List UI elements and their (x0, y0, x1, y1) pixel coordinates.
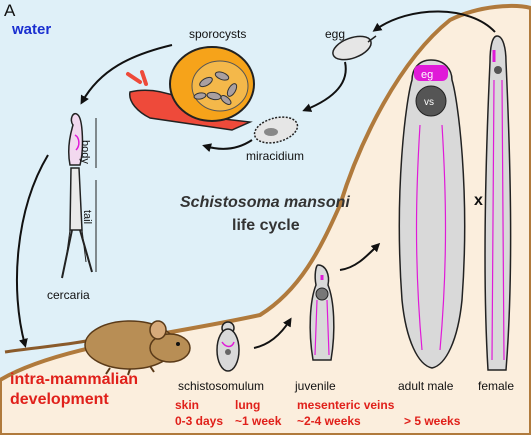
timeline-site-lung: lung (235, 398, 260, 412)
label-sporocysts: sporocysts (189, 27, 246, 41)
host-label-line2: development (10, 391, 109, 408)
egg-illustration (332, 35, 372, 61)
pairing-symbol: x (474, 192, 483, 209)
cycle-arrows (15, 10, 496, 349)
snail-illustration (126, 46, 255, 131)
schistosomulum-illustration (216, 321, 240, 372)
female-illustration (484, 35, 512, 371)
host-label-line1: intra-mammalian (10, 371, 138, 388)
title-subtitle: life cycle (232, 217, 300, 234)
adult-male-illustration (398, 59, 466, 369)
timeline-duration-adult: > 5 weeks (404, 414, 461, 428)
label-cercaria: cercaria (47, 288, 90, 302)
label-cercaria-body: body (79, 140, 91, 164)
label-schistosomulum: schistosomulum (178, 379, 264, 393)
label-cercaria-tail: tail (81, 210, 93, 224)
label-miracidium: miracidium (246, 149, 304, 163)
timeline-duration-skin: 0-3 days (175, 414, 223, 428)
cercaria-illustration (61, 113, 93, 279)
label-egg: egg (325, 27, 345, 41)
timeline-duration-lung: ~1 week (235, 414, 282, 428)
host-region-label: intra-mammalian development (10, 371, 143, 408)
label-juvenile: juvenile (294, 379, 336, 393)
timeline-duration-veins: ~2-4 weeks (297, 414, 361, 428)
label-vs: vs (424, 97, 434, 108)
label-egg-in-female: eg (421, 69, 433, 81)
mouse-illustration (4, 320, 191, 376)
panel-letter: A (4, 1, 16, 20)
timeline: skin 0-3 days lung ~1 week mesenteric ve… (175, 398, 461, 428)
timeline-site-veins: mesenteric veins (297, 398, 395, 412)
water-label: water (11, 21, 51, 38)
title-species: Schistosoma mansoni (180, 194, 350, 211)
sporocysts-cluster (193, 71, 238, 105)
label-adult-male: adult male (398, 379, 454, 393)
juvenile-illustration (309, 264, 335, 361)
label-female: female (478, 379, 514, 393)
timeline-site-skin: skin (175, 398, 199, 412)
